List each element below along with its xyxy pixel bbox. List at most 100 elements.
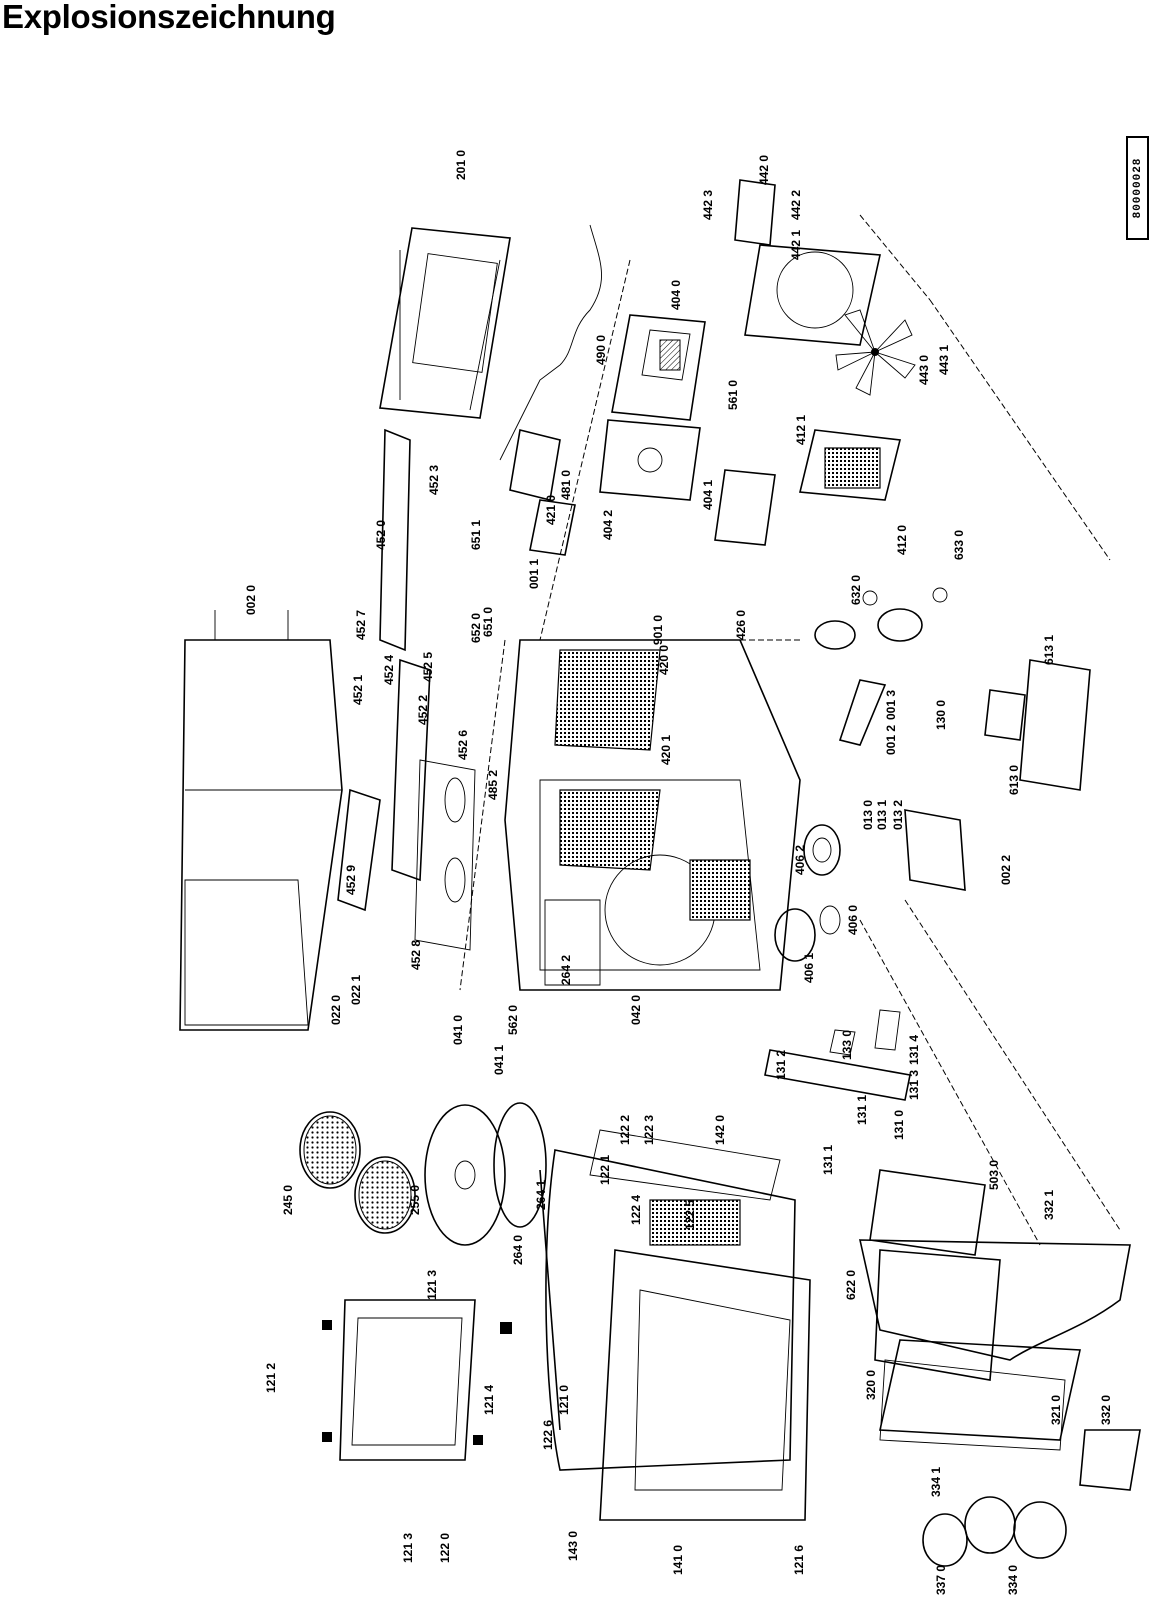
- part-label: 442 3: [701, 190, 715, 220]
- part-label: 122 3: [642, 1115, 656, 1145]
- part-label: 452 0: [374, 520, 388, 550]
- part-label: 503 0: [987, 1160, 1001, 1190]
- part-label: 452 7: [354, 610, 368, 640]
- part-label: 421 0: [544, 495, 558, 525]
- outer-cabinet-sheet: [179, 610, 343, 1031]
- part-label: 122 2: [618, 1115, 632, 1145]
- part-label: 481 0: [559, 470, 573, 500]
- part-label: 131 4: [907, 1035, 921, 1065]
- cavity-side-brackets: [337, 428, 476, 951]
- part-label: 404 1: [701, 480, 715, 510]
- fan-motor-housing: [734, 179, 1111, 561]
- part-label: 406 2: [793, 845, 807, 875]
- part-label: 201 0: [454, 150, 468, 180]
- part-label: 264 0: [511, 1235, 525, 1265]
- part-label: 404 2: [601, 510, 615, 540]
- part-label: 452 1: [351, 675, 365, 705]
- part-label: 442 0: [757, 155, 771, 185]
- part-label: 133 0: [840, 1030, 854, 1060]
- part-label: 264 2: [559, 955, 573, 985]
- part-label: 122 1: [598, 1155, 612, 1185]
- part-label: 122 6: [541, 1420, 555, 1450]
- part-label: 443 0: [917, 355, 931, 385]
- dashed-guide: [904, 899, 1121, 1231]
- part-label: 420 1: [659, 735, 673, 765]
- part-label: 562 0: [506, 1005, 520, 1035]
- part-label: 452 9: [344, 865, 358, 895]
- part-label: 121 2: [264, 1363, 278, 1393]
- part-label: 901 0: [651, 615, 665, 645]
- part-label: 245 0: [281, 1185, 295, 1215]
- control-panel: [858, 1239, 1131, 1451]
- part-label: 452 2: [416, 695, 430, 725]
- part-label: 613 1: [1042, 635, 1056, 665]
- part-label: 042 0: [629, 995, 643, 1025]
- part-label: 013 0: [861, 800, 875, 830]
- part-label: 022 1: [349, 975, 363, 1005]
- part-label: 121 6: [792, 1545, 806, 1575]
- part-label: 001 2: [884, 725, 898, 755]
- part-label: 420 0: [657, 645, 671, 675]
- page-title: Explosionszeichnung: [2, 0, 336, 35]
- part-label: 652 0: [469, 613, 483, 643]
- part-label: 452 3: [427, 465, 441, 495]
- oven-cavity: [459, 639, 801, 991]
- part-label: 406 0: [846, 905, 860, 935]
- part-label: 321 0: [1049, 1395, 1063, 1425]
- control-knobs: [922, 1496, 1067, 1567]
- part-label: 141 0: [671, 1545, 685, 1575]
- part-label: 001 3: [884, 690, 898, 720]
- turntable-plate: [424, 1102, 547, 1246]
- part-label: 320 0: [864, 1370, 878, 1400]
- part-label: 131 1: [855, 1095, 869, 1125]
- part-label: 452 8: [409, 940, 423, 970]
- part-label: 442 2: [789, 190, 803, 220]
- magnetron-assembly: [599, 314, 706, 501]
- door-hinge-mechanism: [764, 1009, 911, 1101]
- part-label: 622 0: [844, 1270, 858, 1300]
- part-label: 406 1: [802, 953, 816, 983]
- document-number-box: 80000028: [1126, 136, 1149, 240]
- selector-switch: [1079, 1429, 1141, 1491]
- part-label: 142 0: [713, 1115, 727, 1145]
- part-label: 452 4: [382, 655, 396, 685]
- part-label: 022 0: [329, 995, 343, 1025]
- part-label: 002 2: [999, 855, 1013, 885]
- part-label: 632 0: [849, 575, 863, 605]
- part-label: 452 5: [421, 652, 435, 682]
- part-label: 013 2: [891, 800, 905, 830]
- part-label: 332 0: [1099, 1395, 1113, 1425]
- part-label: 334 1: [929, 1467, 943, 1497]
- part-label: 131 3: [907, 1070, 921, 1100]
- part-label: 633 0: [952, 530, 966, 560]
- part-label: 651 1: [469, 520, 483, 550]
- part-label: 334 0: [1006, 1565, 1020, 1595]
- top-cover-panel: [379, 227, 511, 419]
- part-label: 121 0: [557, 1385, 571, 1415]
- part-label: 041 0: [451, 1015, 465, 1045]
- part-label: 485 2: [486, 770, 500, 800]
- part-label: 131 1: [821, 1145, 835, 1175]
- part-label: 121 3: [425, 1270, 439, 1300]
- part-label: 412 1: [794, 415, 808, 445]
- door-panel-left: [322, 1299, 512, 1461]
- part-label: 122 5: [683, 1200, 697, 1230]
- part-label: 490 0: [594, 335, 608, 365]
- door-switch-cluster: [814, 587, 948, 746]
- part-label: 130 0: [934, 700, 948, 730]
- grill-racks: [299, 1111, 416, 1234]
- control-board: [869, 1169, 986, 1256]
- cover-plate: [904, 809, 966, 891]
- door-assembly: [539, 1129, 811, 1521]
- part-label: 443 1: [937, 345, 951, 375]
- part-label: 651 0: [481, 607, 495, 637]
- fan-blade: [835, 309, 916, 396]
- part-label: 122 4: [629, 1195, 643, 1225]
- part-label: 332 1: [1042, 1190, 1056, 1220]
- part-label: 131 2: [774, 1050, 788, 1080]
- part-label: 013 1: [875, 800, 889, 830]
- part-label: 121 3: [401, 1533, 415, 1563]
- dashed-guide: [859, 919, 1041, 1246]
